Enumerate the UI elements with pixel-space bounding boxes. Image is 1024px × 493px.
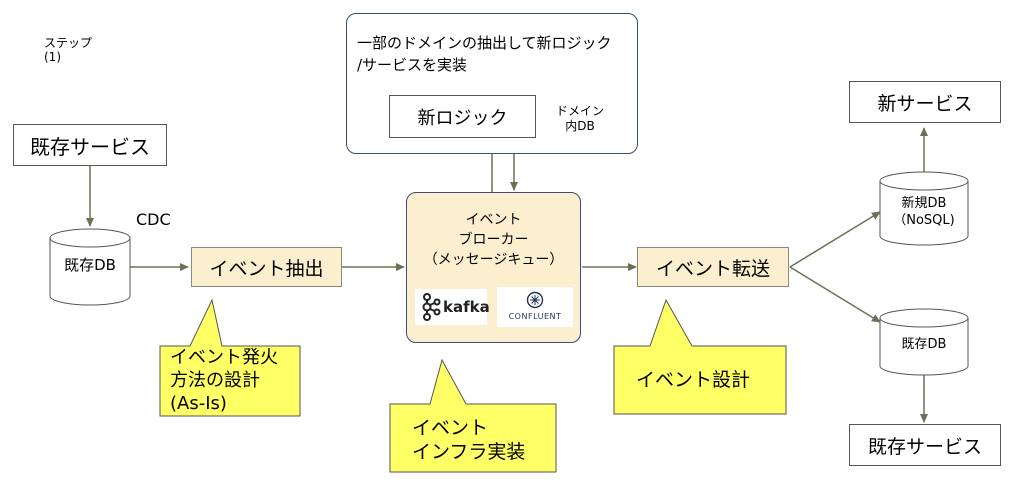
existing-service-left-label: 既存サービス — [30, 134, 150, 159]
event-extract-label: イベント抽出 — [209, 257, 324, 280]
event-broker-box: イベント ブローカー （メッセージキュー） kafka CONFLUENT — [406, 192, 581, 343]
callout-infra-shape — [389, 358, 557, 473]
domain-group-title-line2: /サービスを実装 — [357, 56, 468, 74]
new-logic-box: 新ロジック — [389, 95, 536, 138]
step-label: ステップ — [44, 36, 93, 50]
kafka-icon — [422, 293, 441, 321]
callout-firing-line1: イベント発火 — [170, 347, 278, 368]
kafka-logo: kafka — [415, 289, 490, 325]
confluent-logo: CONFLUENT — [497, 287, 573, 327]
event-extract-box: イベント抽出 — [191, 247, 342, 287]
callout-firing-line2: 方法の設計 — [170, 370, 260, 391]
new-logic-label: 新ロジック — [417, 107, 508, 129]
confluent-logo-text: CONFLUENT — [508, 312, 562, 321]
existing-db-right-cylinder — [879, 308, 969, 376]
existing-db-left-cylinder — [49, 228, 131, 306]
existing-service-right: 既存サービス — [849, 424, 1001, 466]
confluent-icon — [526, 291, 544, 309]
callout-firing-shape — [159, 298, 301, 417]
new-service-label: 新サービス — [877, 92, 973, 115]
domain-db-label-line1: ドメイン — [555, 104, 604, 118]
existing-db-right-label: 既存DB — [901, 337, 947, 352]
domain-group-title-line1: 一部のドメインの抽出して新ロジック — [357, 34, 612, 52]
cdc-label: CDC — [136, 210, 171, 229]
arrow-transfer-to-newdb — [789, 211, 881, 268]
event-transfer-box: イベント転送 — [637, 247, 789, 287]
callout-firing-line3: (As-Is) — [170, 393, 227, 414]
kafka-logo-text: kafka — [443, 298, 490, 316]
existing-db-left-label: 既存DB — [64, 256, 116, 274]
callout-infra-line1: イベント — [412, 417, 489, 439]
new-db-label-line2: （NoSQL) — [893, 213, 955, 228]
broker-line3: （メッセージキュー） — [423, 252, 564, 268]
broker-line1: イベント — [465, 212, 522, 228]
callout-infra-line2: インフラ実装 — [412, 441, 526, 463]
existing-service-left: 既存サービス — [13, 124, 167, 166]
new-service-box: 新サービス — [849, 81, 1001, 123]
arrow-transfer-to-db-right — [789, 266, 881, 323]
new-db-cylinder — [879, 171, 969, 246]
callout-design: イベント設計 — [636, 369, 751, 391]
event-transfer-label: イベント転送 — [655, 257, 770, 280]
step-number: (1) — [44, 50, 61, 64]
domain-db-label-line2: 内DB — [565, 119, 595, 133]
broker-line2: ブローカー — [458, 232, 529, 248]
new-db-label-line1: 新規DB — [901, 196, 947, 211]
callout-design-shape — [613, 298, 787, 415]
existing-service-right-label: 既存サービス — [867, 435, 982, 458]
